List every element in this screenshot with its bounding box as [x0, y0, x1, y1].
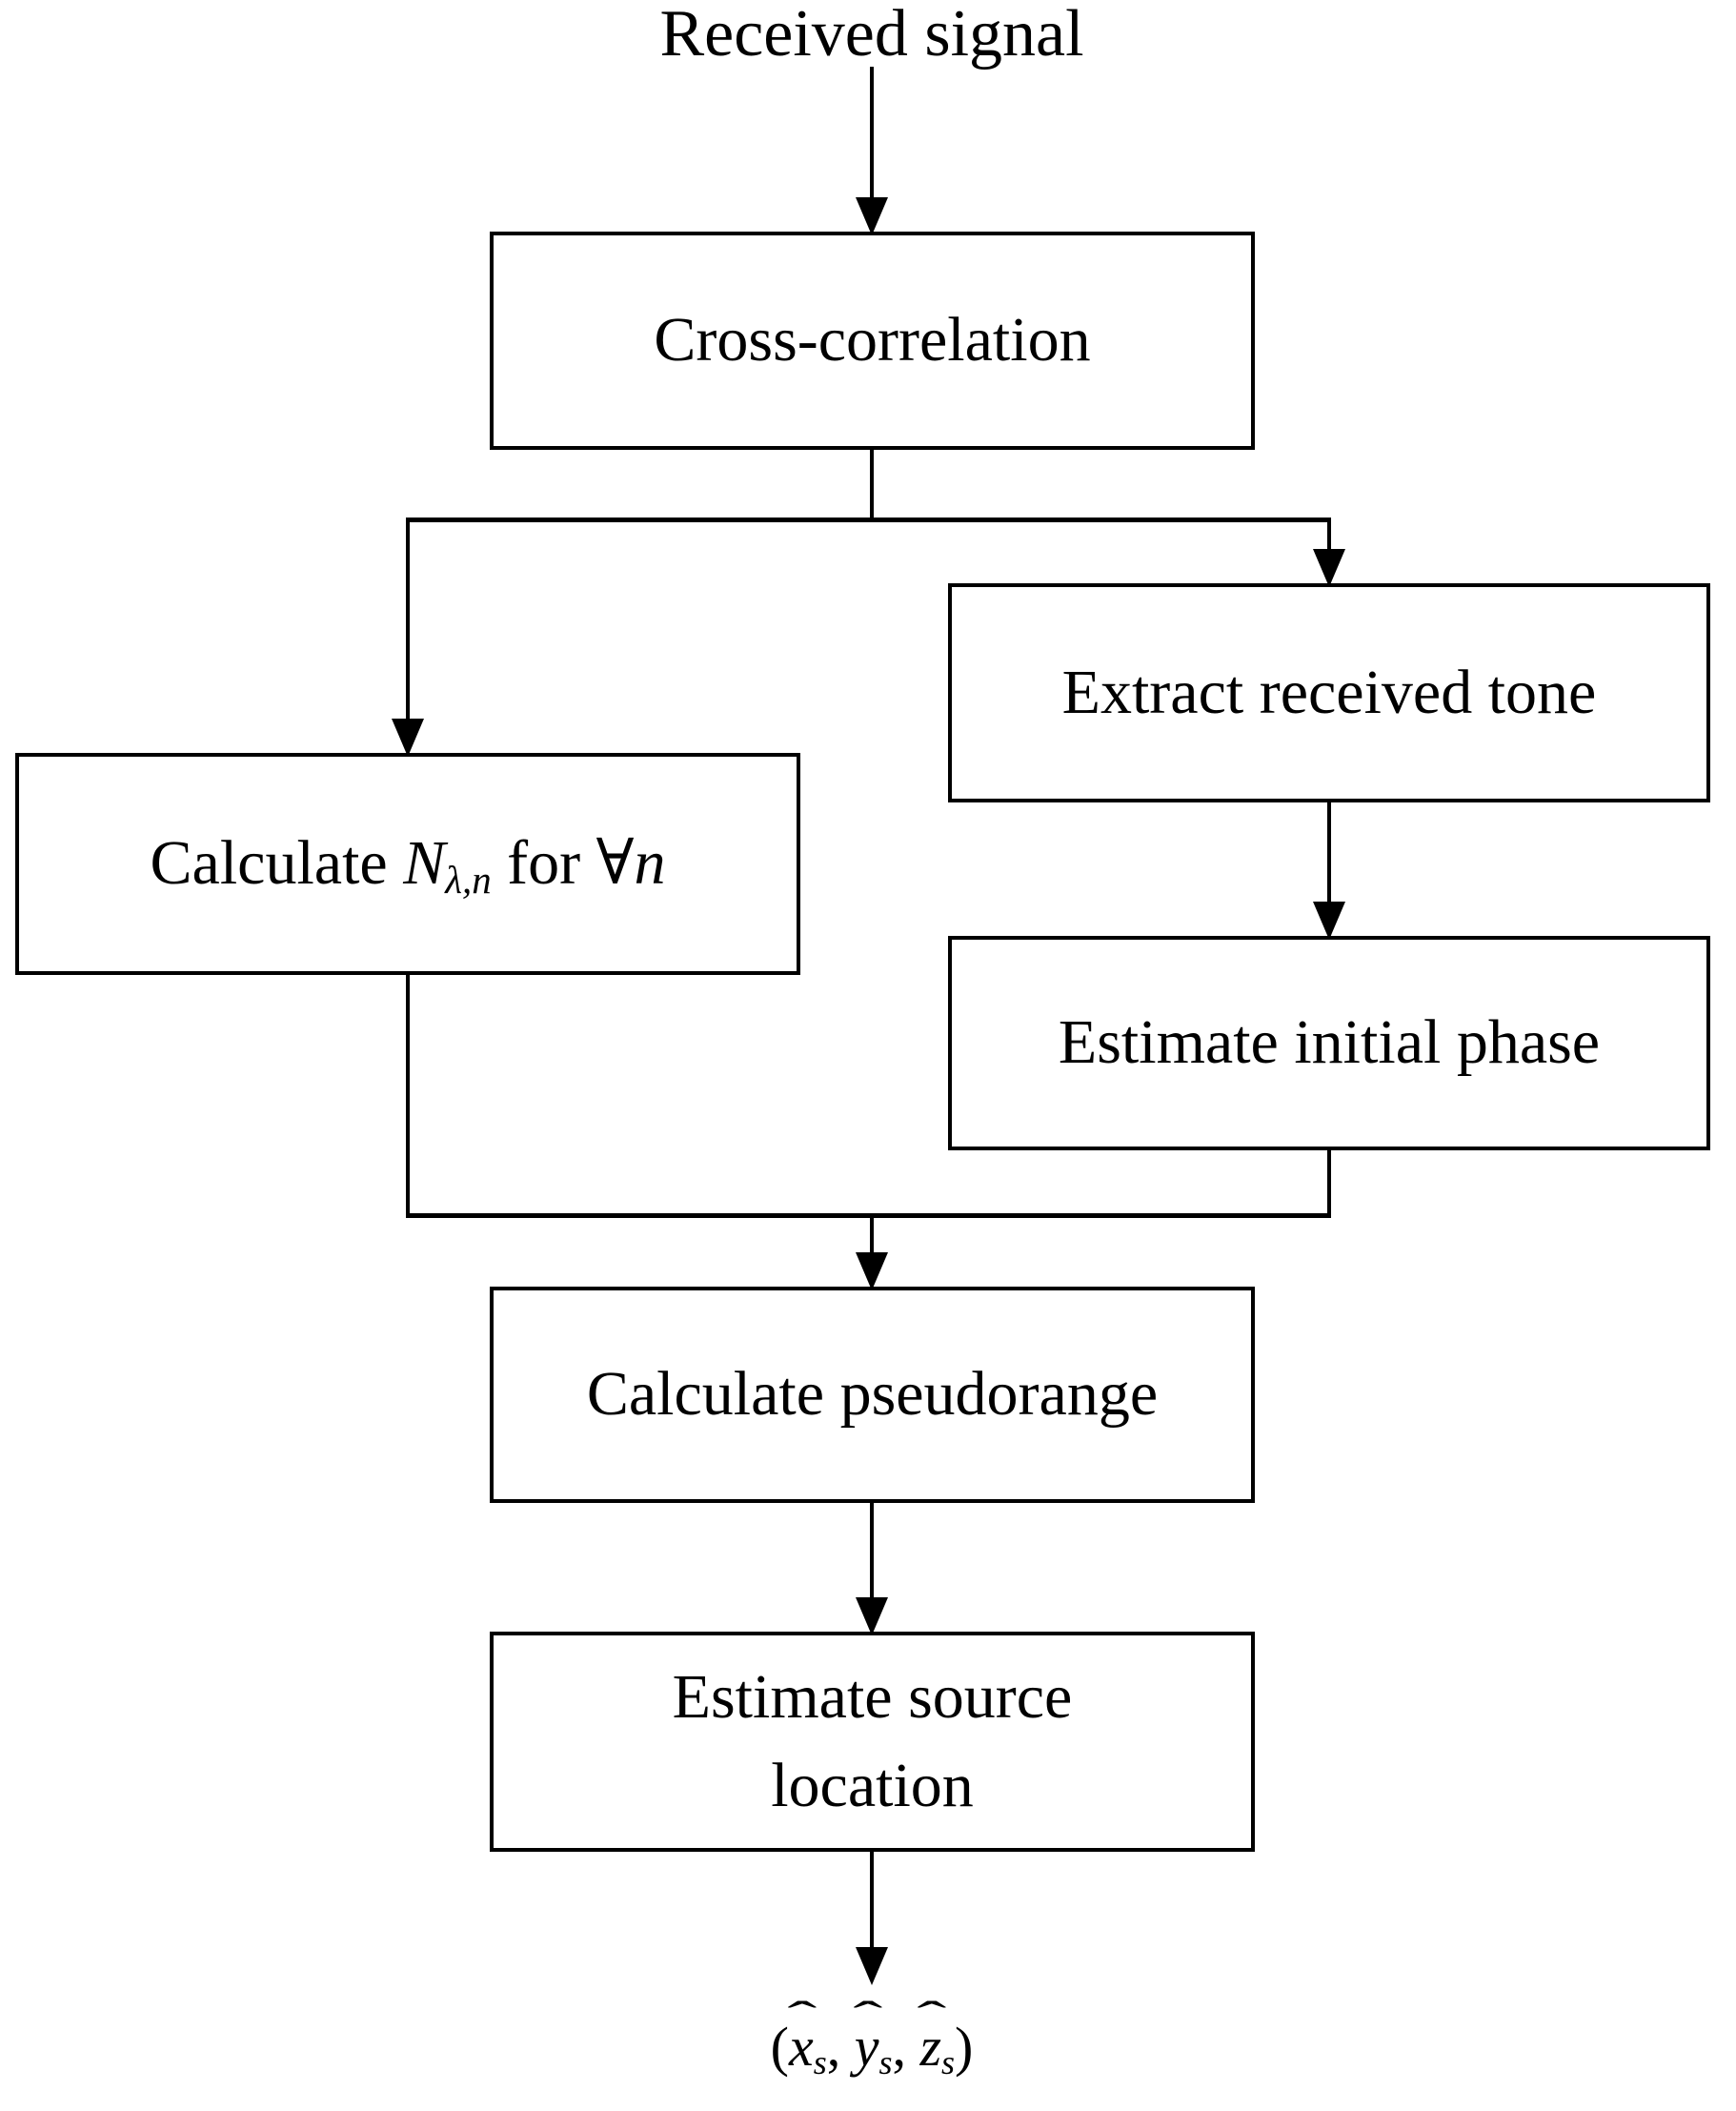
var-x-sub: s [813, 2042, 827, 2081]
var-z-sub: s [941, 2042, 956, 2081]
arrowhead-into-extract-tone [1313, 549, 1345, 587]
var-y-sub: s [878, 2042, 893, 2081]
paren-close: ) [955, 2016, 974, 2078]
connector-top-stem [870, 67, 874, 200]
connector-right-branch [1327, 518, 1331, 556]
node-extract-tone: Extract received tone [948, 583, 1710, 802]
connector-left-branch [406, 518, 410, 725]
node-estimate-location-line2: location [771, 1750, 974, 1820]
node-cross-correlation: Cross-correlation [490, 232, 1255, 450]
node-extract-tone-label: Extract received tone [1061, 657, 1597, 727]
arrowhead-into-estimate-location [856, 1597, 888, 1635]
calc-mid: for [491, 828, 596, 899]
arrowhead-into-output [856, 1947, 888, 1985]
arrowhead-into-estimate-phase [1313, 902, 1345, 940]
node-estimate-phase-label: Estimate initial phase [1058, 1007, 1601, 1078]
connector-tone-to-phase [1327, 802, 1331, 907]
arrowhead-into-calc-wavelength [392, 719, 424, 757]
label-received-signal: Received signal [659, 0, 1084, 71]
forall-symbol: ∀ [595, 828, 635, 899]
separator: , [892, 2016, 920, 2078]
paren-open: ( [770, 2016, 789, 2078]
calc-var-n: n [634, 828, 666, 899]
arrowhead-into-cross-correlation [856, 197, 888, 235]
calc-prefix: Calculate [150, 828, 404, 899]
node-calc-pseudorange: Calculate pseudorange [490, 1287, 1255, 1503]
connector-split-stem [870, 450, 874, 522]
connector-split-horizontal [406, 518, 1331, 522]
calc-var-N: N [403, 828, 446, 899]
node-estimate-location-line1: Estimate source [672, 1662, 1073, 1733]
node-calc-wavelength: Calculate Nλ,n for ∀n [15, 753, 800, 975]
hat-accent: ˆ [787, 1994, 818, 2043]
var-x: x [788, 2016, 814, 2078]
var-z: z [919, 2016, 942, 2078]
connector-final-stem [870, 1852, 874, 1951]
hat-accent: ˆ [917, 1994, 946, 2043]
hat-accent: ˆ [852, 1994, 882, 2043]
connector-pseudorange-to-location [870, 1503, 874, 1603]
node-calc-wavelength-label: Calculate Nλ,n for ∀n [151, 820, 666, 907]
node-estimate-phase: Estimate initial phase [948, 936, 1710, 1150]
node-calc-pseudorange-label: Calculate pseudorange [586, 1359, 1159, 1430]
calc-subscript: λ,n [445, 859, 492, 903]
connector-left-merge [406, 975, 410, 1218]
node-cross-correlation-label: Cross-correlation [654, 305, 1091, 376]
arrowhead-into-calc-pseudorange [856, 1252, 888, 1290]
connector-merge-horizontal [406, 1213, 1331, 1218]
var-y: y [854, 2016, 879, 2078]
node-estimate-location: Estimate source location [490, 1632, 1255, 1852]
connector-merge-stem [870, 1213, 874, 1259]
separator: , [826, 2016, 855, 2078]
connector-right-merge [1327, 1150, 1331, 1218]
